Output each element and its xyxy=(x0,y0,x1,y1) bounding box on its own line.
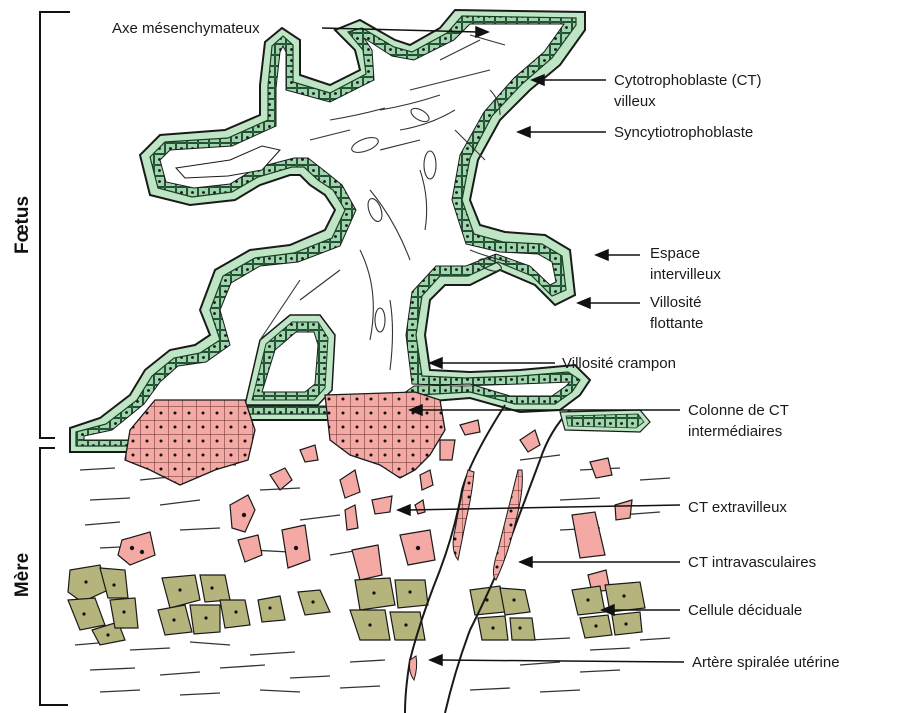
decidual-cells xyxy=(68,565,645,645)
label-ct-villeux-2: villeux xyxy=(614,93,656,110)
ct-column-left xyxy=(125,400,255,485)
ct-column-right xyxy=(325,392,445,478)
foetus-label: Fœtus xyxy=(12,196,33,254)
label-deciduale: Cellule déciduale xyxy=(688,602,802,619)
label-artere: Artère spiralée utérine xyxy=(692,654,840,671)
label-colonne-1: Colonne de CT xyxy=(688,402,789,419)
label-ct-intra: CT intravasculaires xyxy=(688,554,816,571)
mere-label: Mère xyxy=(12,553,33,597)
label-espace-2: intervilleux xyxy=(650,266,721,283)
label-espace-1: Espace xyxy=(650,245,700,262)
label-flottante-1: Villosité xyxy=(650,294,701,311)
mere-bracket xyxy=(40,448,68,705)
label-ct-villeux-1: Cytotrophoblaste (CT) xyxy=(614,72,762,89)
label-ct-extra: CT extravilleux xyxy=(688,499,787,516)
villous-tree xyxy=(70,10,590,452)
label-crampon: Villosité crampon xyxy=(562,355,676,372)
label-colonne-2: intermédiaires xyxy=(688,423,782,440)
ct-intravascular-right xyxy=(493,470,522,580)
foetus-bracket xyxy=(40,12,70,438)
label-axe: Axe mésenchymateux xyxy=(112,20,260,37)
label-syncytio: Syncytiotrophoblaste xyxy=(614,124,753,141)
label-flottante-2: flottante xyxy=(650,315,703,332)
